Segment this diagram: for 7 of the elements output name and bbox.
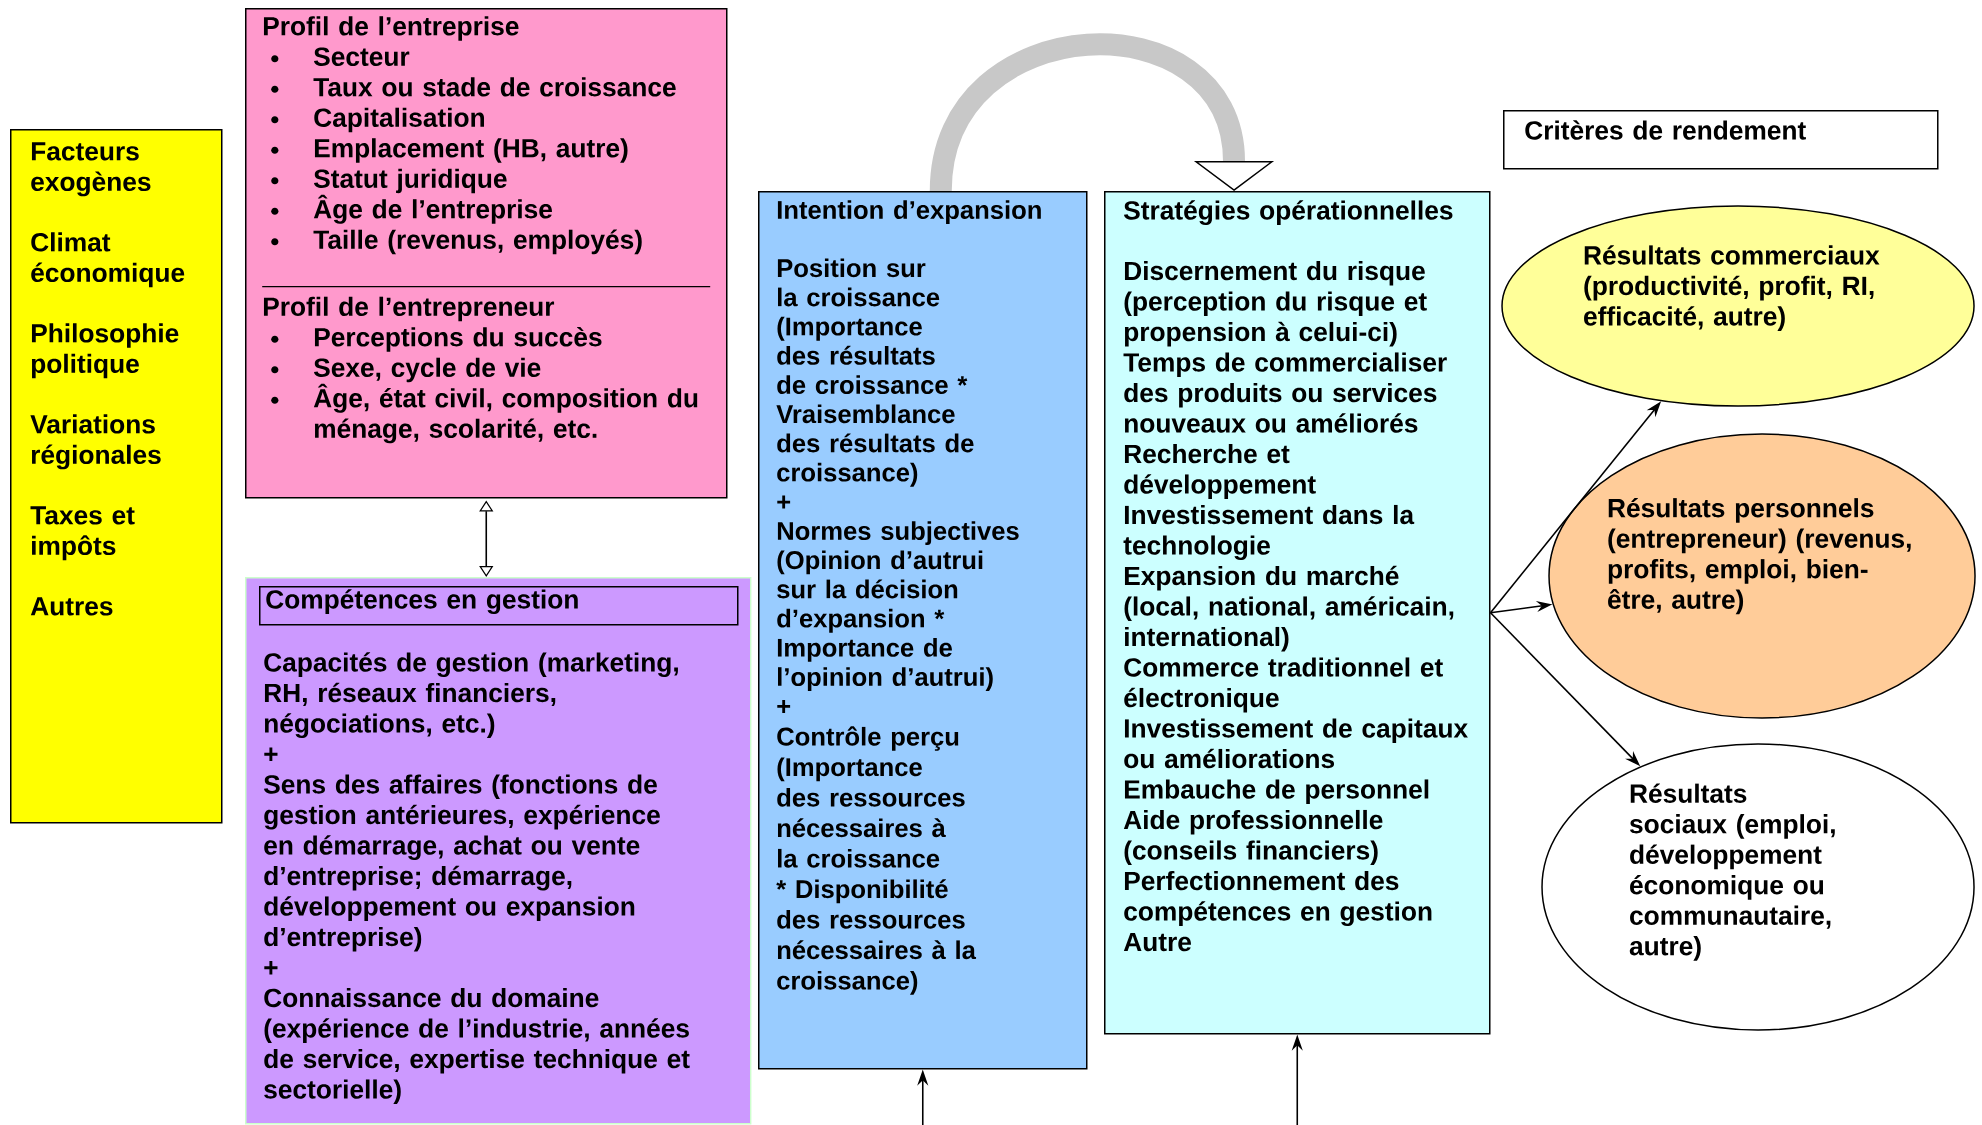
process-box: Intention d’expansion Position sur la croissance (Importance des résultats de croissance * Vraisemblance des résultats de croissance) + Normes subjectives (Opinion d’autrui sur la décision d’expansion * Importance de l’opinion d’autrui) + Contrôle perçu (Importance des ressources nécessaires à la croissance * Disponibilité des ressources nécessaires à la croissance) — [758, 191, 1088, 1070]
factor-box: Facteurs exogènes Climat économique Philosophie politique Variations régionales Taxes et impôts Autres — [10, 129, 223, 824]
curved-arrow — [929, 33, 1275, 193]
heading-box: Critères de rendement — [1503, 110, 1939, 170]
heading-box: Compétences en gestion — [259, 586, 739, 626]
strategy-box: Stratégies opérationnelles Discernement du risque (perception du risque et propension à celui-ci) Temps de commercialiser des produits ou services nouveaux ou améliorés Recherche et développement Investissement dans la technologie Expansion du marché (local, national, américain, international) Commerce traditionnel et électronique Investissement de capitaux ou améliorations Embauche de personnel Aide professionnelle (conseils financiers) Perfectionnement des compétences en gestion Autre — [1104, 191, 1491, 1035]
profile-box: Profil de l’entreprise Secteur Taux ou stade de croissance Capitalisation Emplacement (HB, autre) Statut juridique Âge de l’entreprise Taille (revenus, employés) Profil de l’entrepreneur Perceptions du succès Sexe, cycle de vie Âge, état civil, composition du ménage, scolarité, etc. — [245, 8, 728, 499]
